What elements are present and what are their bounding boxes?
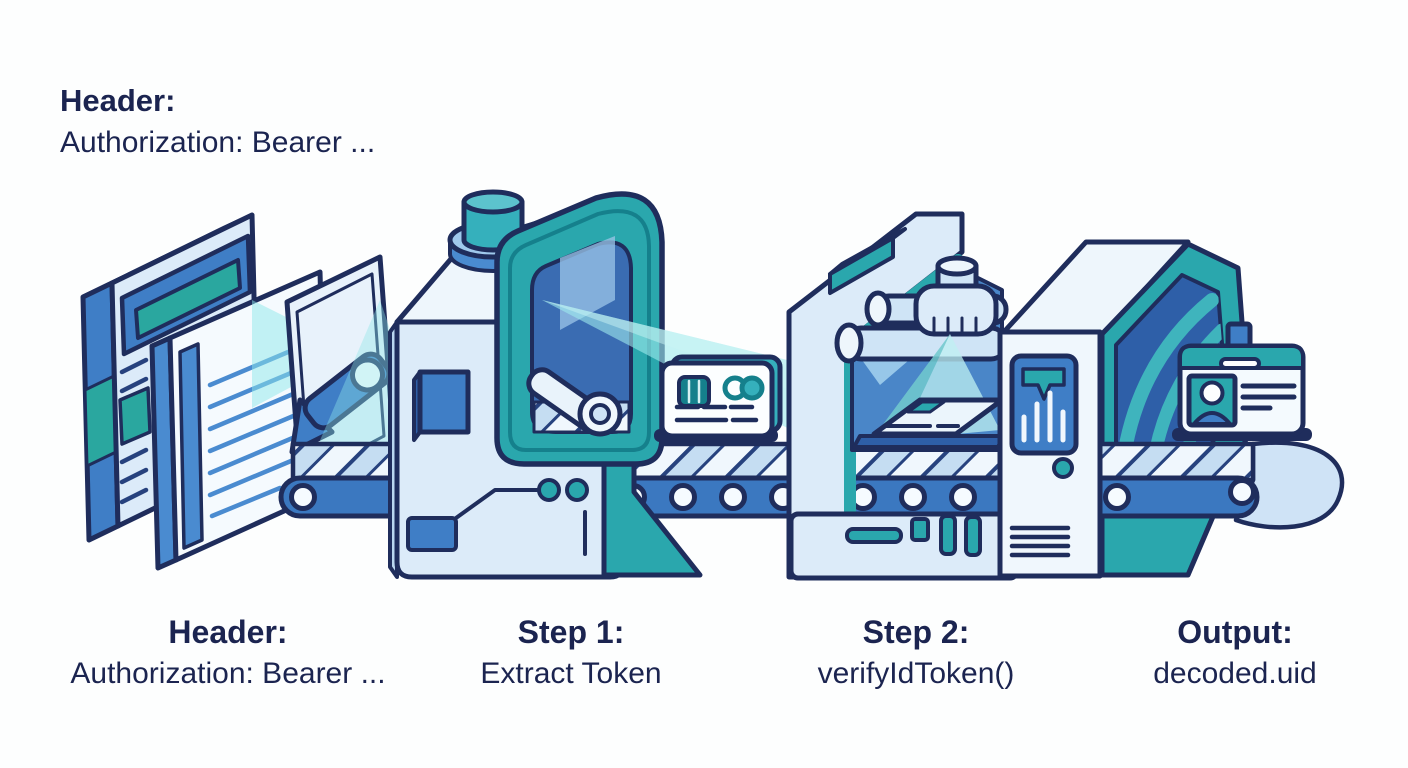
id-badge-person-icon — [1186, 373, 1238, 428]
caption-subtitle: Authorization: Bearer ... — [70, 657, 386, 690]
scan-head — [913, 283, 999, 337]
extractor-arm — [526, 367, 623, 437]
note-title: Header: — [60, 83, 176, 118]
caption-subtitle: verifyIdToken() — [817, 657, 1015, 690]
verify-token-machine — [786, 211, 1020, 581]
caption-title: Step 2: — [862, 614, 970, 650]
conveyor-end-curve — [1233, 440, 1345, 530]
browser-address-bar — [134, 258, 242, 340]
caption-title: Header: — [168, 614, 288, 650]
vent-lines — [1009, 525, 1071, 558]
browser-request-window — [80, 212, 329, 571]
download-funnel-icon — [1021, 367, 1066, 401]
browser-text-dashes — [118, 357, 152, 505]
output-machine-tower — [997, 329, 1103, 579]
extract-token-machine — [388, 189, 703, 580]
token-card — [654, 354, 783, 442]
badge-text-lines — [1240, 383, 1297, 411]
caption-header: Header: Authorization: Bearer ... — [28, 612, 428, 694]
caption-output: Output: decoded.uid — [1090, 612, 1380, 694]
conveyor-rollers — [289, 478, 1256, 511]
request-header-note: Header: Authorization: Bearer ... — [60, 80, 375, 164]
id-badge — [1172, 321, 1312, 441]
scanner-gantry — [834, 255, 1009, 364]
bar-chart-icon — [1021, 390, 1066, 443]
caption-title: Step 1: — [517, 614, 625, 650]
note-subtitle: Authorization: Bearer ... — [60, 126, 376, 159]
card-number-dashes — [674, 404, 759, 423]
scan-beam — [870, 334, 950, 442]
camera-arm-icon — [302, 351, 392, 431]
caption-step-1: Step 1: Extract Token — [421, 612, 721, 694]
caption-subtitle: Extract Token — [480, 657, 662, 690]
caption-step-2: Step 2: verifyIdToken() — [766, 612, 1066, 694]
caption-subtitle: decoded.uid — [1153, 657, 1317, 690]
caption-title: Output: — [1177, 614, 1293, 650]
credit-card-chip-icon — [677, 375, 711, 408]
